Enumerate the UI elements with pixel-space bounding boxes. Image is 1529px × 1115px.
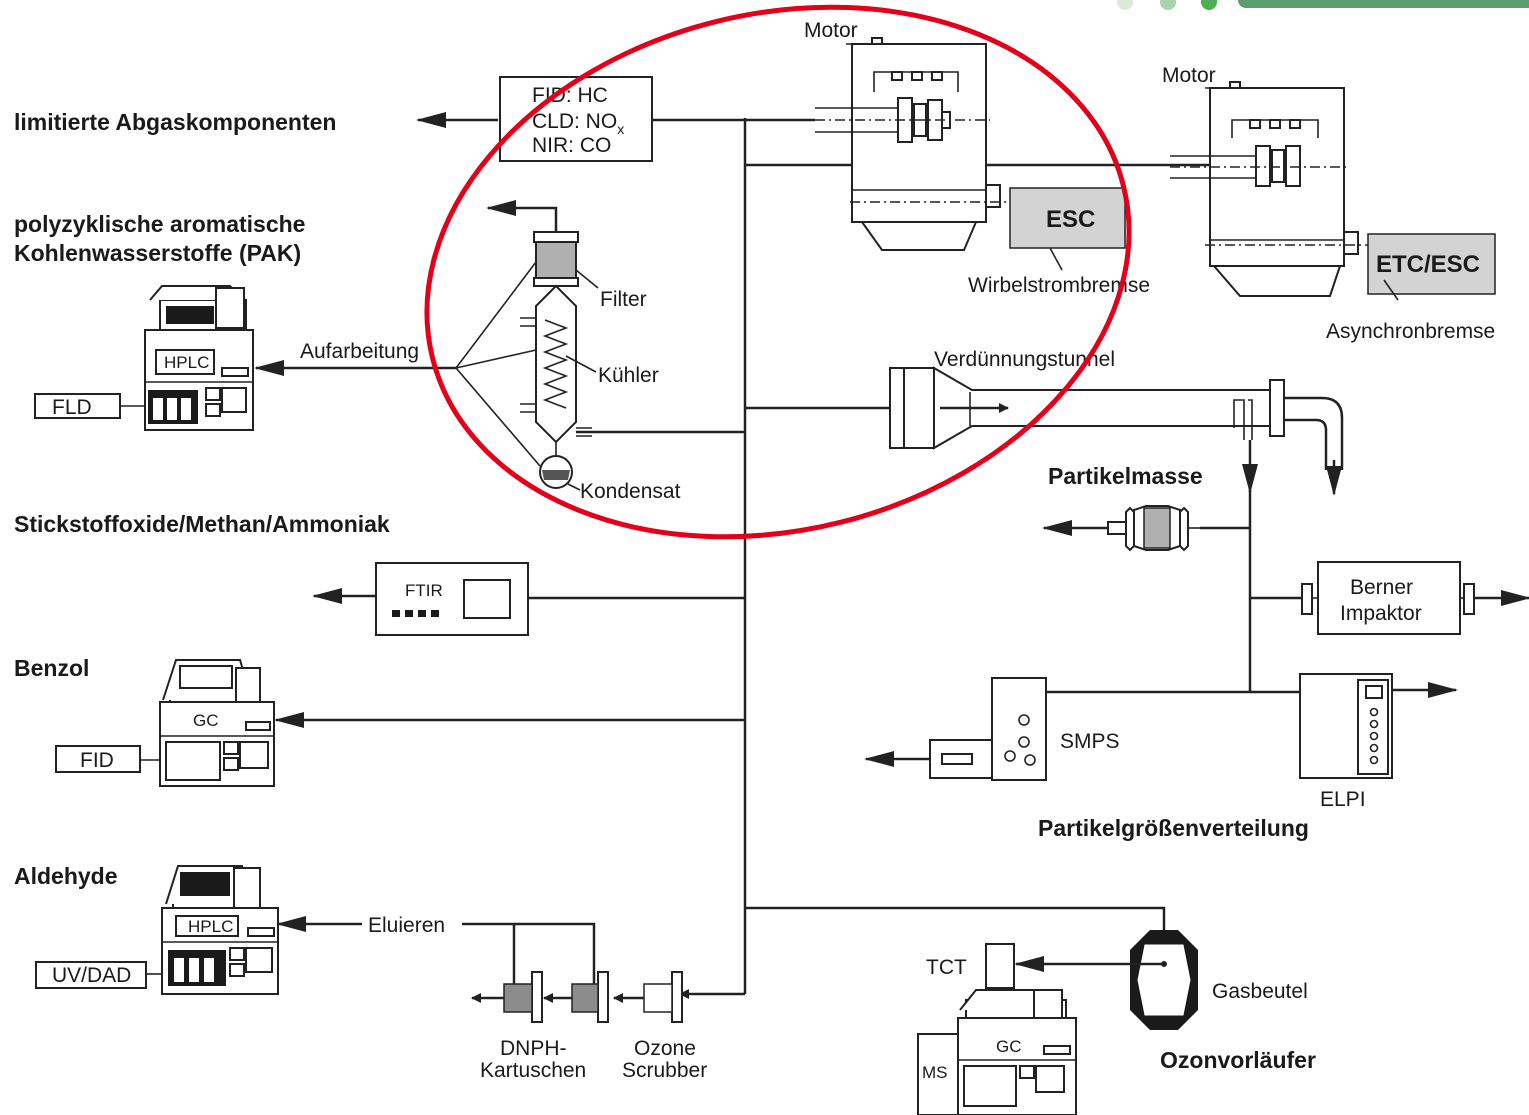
esc-label: ESC [1046, 206, 1095, 233]
pak-filter [535, 241, 577, 279]
uv-dad-label: UV/DAD [52, 964, 131, 987]
label-aldehyde: Aldehyde [14, 863, 118, 889]
smps-instrument: SMPS [864, 677, 1120, 781]
label-particle-mass: Partikelmasse [1048, 463, 1203, 489]
berner-label-1: Berner [1350, 576, 1413, 599]
hplc-instrument-1: HPLC FLD [34, 285, 254, 431]
eddy-brake-label: Wirbelstrombremse [968, 274, 1150, 297]
engine-test-bench-2: Motor ETC/ESC Asynchronbremse [1162, 64, 1496, 343]
dnph-cartridge-2 [571, 983, 599, 1013]
cooler-label: Kühler [598, 364, 659, 387]
label-pak-2: Kohlenwasserstoffe (PAK) [14, 240, 301, 266]
berner-impactor: Berner Impaktor [1250, 561, 1529, 635]
label-pak-1: polyzyklische aromatische [14, 211, 305, 237]
ozone-scrubber [643, 983, 673, 1013]
gc-ozone-label: GC [996, 1037, 1022, 1056]
label-limited-components: limitierte Abgaskomponenten [14, 109, 336, 135]
ftir-instrument: FTIR [312, 562, 745, 636]
tct-label: TCT [926, 956, 967, 979]
cooler-coil [542, 319, 569, 409]
engine-test-bench-1: Motor ESC Wirbelstrombremse [804, 19, 1150, 297]
label-particle-size: Partikelgrößenverteilung [1038, 815, 1309, 841]
ozone-precursor-sampling: Gasbeutel TCT MS GC [745, 906, 1308, 1115]
smps-label: SMPS [1060, 730, 1120, 753]
header-decoration [1117, 0, 1529, 10]
tunnel-label: Verdünnungstunnel [934, 348, 1115, 371]
async-brake-label: Asynchronbremse [1326, 320, 1495, 343]
processing-label: Aufarbeitung [300, 340, 419, 363]
dilution-tunnel: Verdünnungstunnel [745, 348, 1344, 496]
motor-1-label: Motor [804, 19, 858, 42]
dnph-sampling: Eluieren DNPH- Kartuschen Ozone Scrubber [276, 914, 745, 1082]
hplc-instrument-2: HPLC UV/DAD [35, 865, 279, 995]
filter-label: Filter [600, 288, 647, 311]
elute-label: Eluieren [368, 914, 445, 937]
dnph-label-1: DNPH- [500, 1037, 567, 1060]
label-ozone-precursor: Ozonvorläufer [1160, 1047, 1316, 1073]
hplc-1-label: HPLC [164, 353, 209, 372]
analyzer-cld: CLD: NOx [532, 110, 624, 137]
fid-label: FID [80, 749, 114, 772]
ms-label: MS [922, 1063, 948, 1082]
motor-2-label: Motor [1162, 64, 1216, 87]
etc-esc-label: ETC/ESC [1376, 251, 1480, 278]
elpi-instrument: ELPI [1299, 673, 1458, 811]
pak-sampling-train: Filter Kühler Kondensat Aufarbeitung [254, 200, 745, 503]
label-benzol: Benzol [14, 655, 89, 681]
dnph-label-2: Kartuschen [480, 1059, 586, 1082]
analyzer-nir: NIR: CO [532, 134, 611, 157]
particle-filter-holder [1042, 505, 1250, 552]
fld-label: FLD [52, 396, 92, 419]
gasbag-label: Gasbeutel [1212, 980, 1308, 1003]
condensate-label: Kondensat [580, 480, 681, 503]
tct-unit [985, 943, 1015, 989]
highlight-ellipse [424, 4, 1132, 540]
ftir-label: FTIR [405, 581, 443, 600]
berner-label-2: Impaktor [1340, 602, 1422, 625]
ozone-label-1: Ozone [634, 1037, 696, 1060]
dnph-cartridge-1 [503, 983, 533, 1013]
gc-label: GC [193, 711, 219, 730]
hplc-2-label: HPLC [188, 917, 233, 936]
ozone-label-2: Scrubber [622, 1059, 707, 1082]
label-nox: Stickstoffoxide/Methan/Ammoniak [14, 511, 390, 537]
gc-instrument: GC FID [55, 659, 745, 787]
elpi-label: ELPI [1320, 788, 1366, 811]
